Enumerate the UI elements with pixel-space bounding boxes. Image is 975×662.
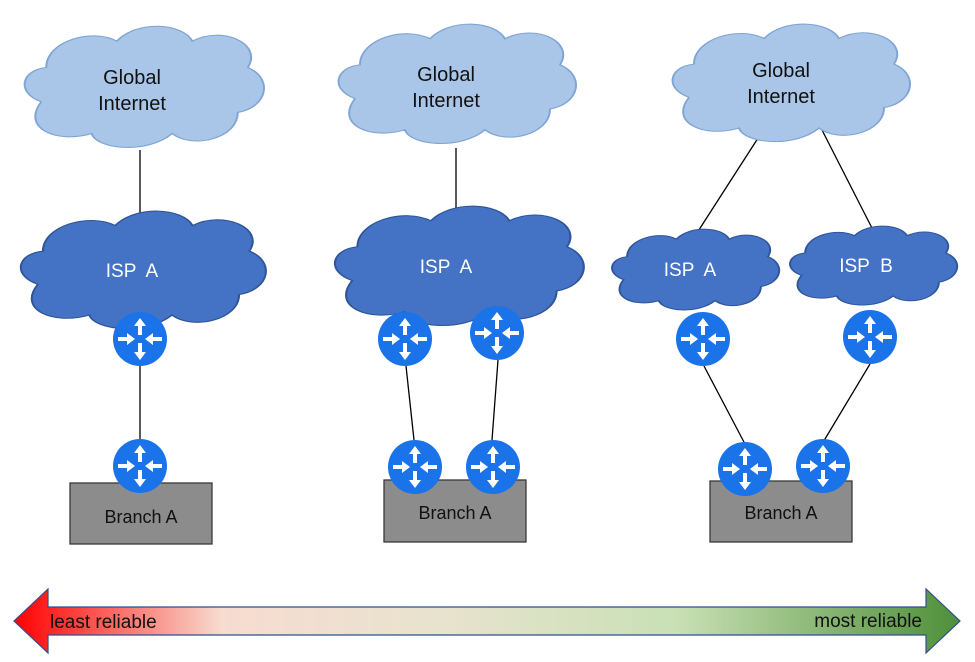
isp-label: ISP A: [420, 257, 473, 278]
branch-label: Branch A: [104, 507, 177, 527]
reliability-arrow: [13, 587, 961, 655]
isp-b-cloud: ISP B: [790, 226, 957, 305]
router-icon: [113, 439, 167, 493]
global-internet-cloud: Global Internet: [339, 24, 576, 143]
least-reliable-label: least reliable: [50, 612, 157, 633]
isp-label: ISP A: [106, 261, 159, 282]
router-icon: [796, 439, 850, 493]
isp-cloud: ISP A: [335, 206, 584, 325]
scenario-dual-isp: Global Internet ISP A ISP B Branch A: [612, 24, 957, 543]
global-internet-label-line2: Internet: [747, 86, 815, 108]
global-internet-label-line1: Global: [417, 64, 475, 86]
connection-lines: [139, 129, 875, 445]
scenario-dual-link-single-isp: Global Internet ISP A Branch A: [335, 24, 584, 543]
global-internet-label-line1: Global: [752, 60, 810, 82]
isp-a-label: ISP A: [664, 260, 717, 281]
global-internet-label-line1: Global: [103, 67, 161, 89]
branch-label: Branch A: [744, 503, 817, 523]
branch-label: Branch A: [418, 503, 491, 523]
scenario-single-link: Global Internet ISP A Branch A: [21, 26, 266, 545]
router-icon: [113, 312, 167, 366]
router-icon: [466, 440, 520, 494]
link-global-isp-a: [694, 134, 761, 237]
routers: [113, 306, 897, 496]
isp-b-label: ISP B: [839, 256, 893, 277]
router-icon: [676, 312, 730, 366]
link-isp-b-branch: [821, 363, 871, 445]
most-reliable-label: most reliable: [814, 611, 922, 632]
router-icon: [388, 440, 442, 494]
global-internet-label-line2: Internet: [412, 90, 480, 112]
router-icon: [843, 310, 897, 364]
isp-a-cloud: ISP A: [612, 229, 779, 310]
cloud-icon: [673, 24, 910, 142]
global-internet-label-line2: Internet: [98, 93, 166, 115]
link-isp-a-branch: [703, 365, 746, 445]
router-icon: [718, 442, 772, 496]
link-router-right: [491, 359, 499, 441]
link-router-left: [405, 365, 415, 441]
branch-box: Branch A: [69, 482, 213, 545]
global-internet-cloud: Global Internet: [25, 26, 264, 147]
global-internet-cloud: Global Internet: [673, 24, 910, 142]
router-icon: [470, 306, 524, 360]
link-global-isp-b: [821, 129, 875, 233]
reliability-scale: least reliable most reliable: [13, 587, 961, 655]
isp-cloud: ISP A: [21, 211, 266, 329]
router-icon: [378, 312, 432, 366]
branch-rect: [69, 482, 213, 545]
